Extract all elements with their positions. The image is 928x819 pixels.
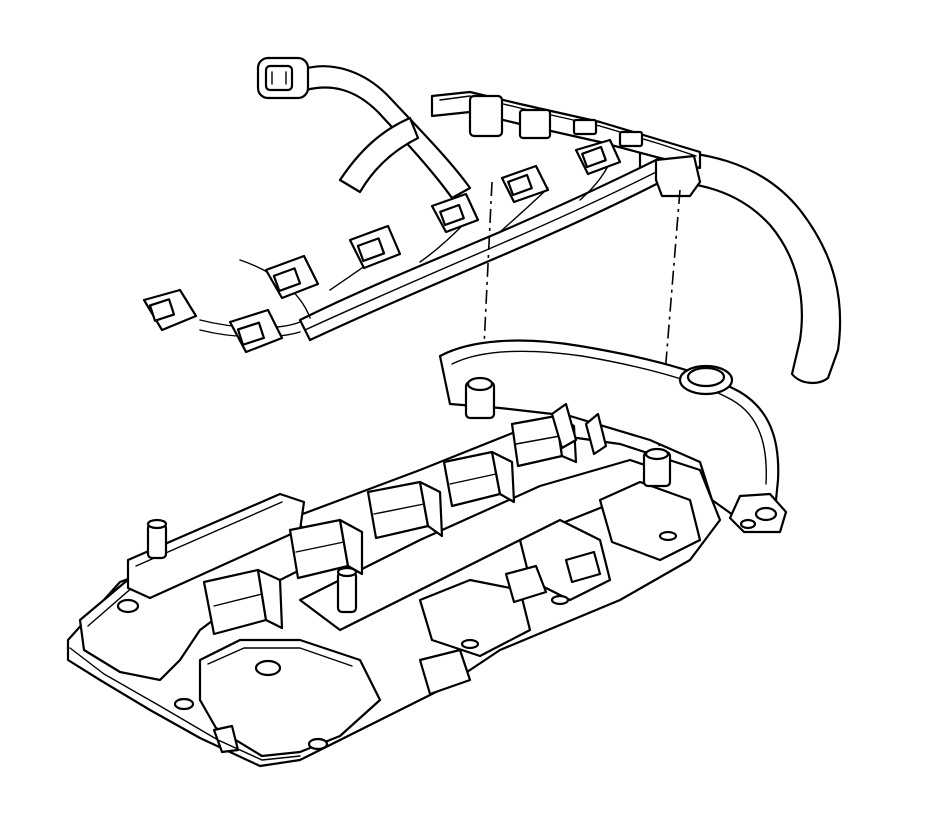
- wire-harness: [142, 56, 842, 384]
- cover-front-right-deck: [198, 638, 382, 758]
- ignition-coil-4: [442, 450, 516, 508]
- harness-conduit-right: [638, 148, 842, 384]
- oil-filler-neck: [678, 364, 734, 396]
- cover-side-rib-3: [418, 578, 532, 658]
- cover-right-ear: [728, 492, 788, 534]
- bolt-holes: [116, 530, 678, 751]
- harness-connector-6: [500, 164, 550, 204]
- pcv-tube-front: [146, 518, 168, 560]
- harness-connector-7: [574, 138, 622, 176]
- harness-connector-4: [348, 224, 402, 270]
- ignition-coil-3: [366, 480, 444, 540]
- harness-connector-2: [228, 308, 284, 354]
- cover-side-rib-2: [598, 480, 702, 562]
- harness-loom-top: [298, 65, 472, 200]
- harness-right-mount: [654, 154, 702, 198]
- cover-bottom-stub: [212, 724, 240, 754]
- harness-loom-branch: [338, 116, 420, 194]
- ignition-coil-2: [288, 518, 364, 580]
- harness-connector-5: [430, 192, 480, 234]
- camshaft-cover: [66, 339, 788, 768]
- pcv-tube-rear: [336, 566, 358, 614]
- ignition-coil-1: [202, 568, 284, 636]
- harness-connector-3: [264, 254, 320, 300]
- harness-connector-1: [142, 288, 198, 332]
- cover-front-tab: [418, 648, 472, 696]
- harness-connector-top: [256, 56, 310, 100]
- cover-stud-left: [464, 376, 496, 420]
- cover-stud-right: [642, 447, 672, 488]
